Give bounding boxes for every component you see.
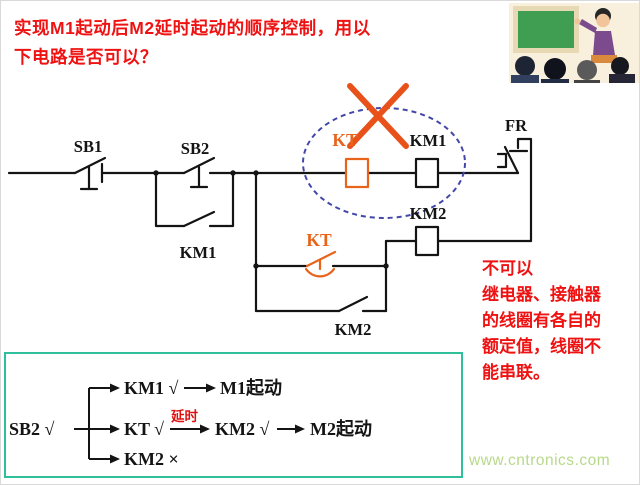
km2-coil-symbol [414, 225, 440, 257]
kt-coil-symbol [344, 157, 370, 189]
sb1-stop-button-symbol [73, 156, 107, 191]
fr-thermal-contact-symbol [496, 145, 529, 175]
flow-row3-step: KM2 × [124, 449, 179, 469]
error-highlight-ellipse [302, 107, 466, 219]
km1-coil-label: KM1 [410, 131, 447, 150]
kt-coil-label: KT [332, 130, 358, 150]
answer-note-line5: 能串联。 [482, 363, 550, 382]
circuit-diagram: SB1 SB2 KM1 KT KM1 FR KM2 KT KM2 [7, 83, 533, 339]
flow-analysis-box: SB2 √ KM1 √ M1起动 KT √ KM2 √ M2起动 KM2 × 延… [4, 352, 463, 478]
question-title-line2: 下电路是否可以？ [14, 47, 158, 67]
watermark: www.cntronics.com [469, 452, 611, 469]
km2-selflock-contact-symbol [337, 295, 369, 313]
junction-dots [153, 170, 389, 269]
sb1-label: SB1 [74, 137, 102, 156]
question-title-line1: 实现M1起动后M2延时起动的顺序控制，用以 [14, 18, 371, 38]
km2-coil-label: KM2 [410, 204, 447, 223]
answer-note: 不可以 继电器、接触器 的线圈有各自的 额定值，线圈不 能串联。 [482, 256, 639, 386]
kt-delay-contact-symbol [304, 250, 337, 278]
flow-lines [74, 387, 295, 460]
flow-trigger-label: SB2 √ [9, 419, 55, 439]
answer-note-line1: 不可以 [482, 259, 533, 278]
flow-row1-result: M1起动 [220, 377, 282, 398]
flow-diagram: SB2 √ KM1 √ M1起动 KT √ KM2 √ M2起动 KM2 × 延… [9, 377, 372, 469]
answer-note-line4: 额定值，线圈不 [482, 337, 601, 356]
flow-row1-step: KM1 √ [124, 378, 178, 398]
classroom-clipart [509, 3, 639, 83]
circuit-wires [7, 137, 533, 313]
km2-selflock-label: KM2 [335, 320, 372, 339]
km1-coil-symbol [414, 157, 440, 189]
fr-label: FR [505, 116, 528, 135]
error-cross-icon [347, 83, 409, 149]
sb2-start-button-symbol [182, 156, 216, 189]
answer-note-line3: 的线圈有各自的 [482, 311, 601, 330]
question-title: 实现M1起动后M2延时起动的顺序控制，用以 下电路是否可以？ [14, 14, 514, 72]
sb2-label: SB2 [181, 139, 209, 158]
flow-row2-result: M2起动 [310, 418, 372, 439]
kt-delay-contact-label: KT [306, 230, 332, 250]
flow-row2-mid: KM2 √ [215, 419, 269, 439]
km1-selflock-contact-symbol [182, 210, 216, 228]
students-figures [511, 56, 635, 83]
answer-note-line2: 继电器、接触器 [482, 285, 601, 304]
flow-row2-step: KT √ [124, 419, 164, 439]
flow-arrowheads [110, 383, 305, 464]
km1-selflock-label: KM1 [180, 243, 217, 262]
chalkboard [518, 11, 574, 48]
teacher-figure [574, 8, 617, 63]
flow-delay-label: 延时 [170, 408, 198, 424]
